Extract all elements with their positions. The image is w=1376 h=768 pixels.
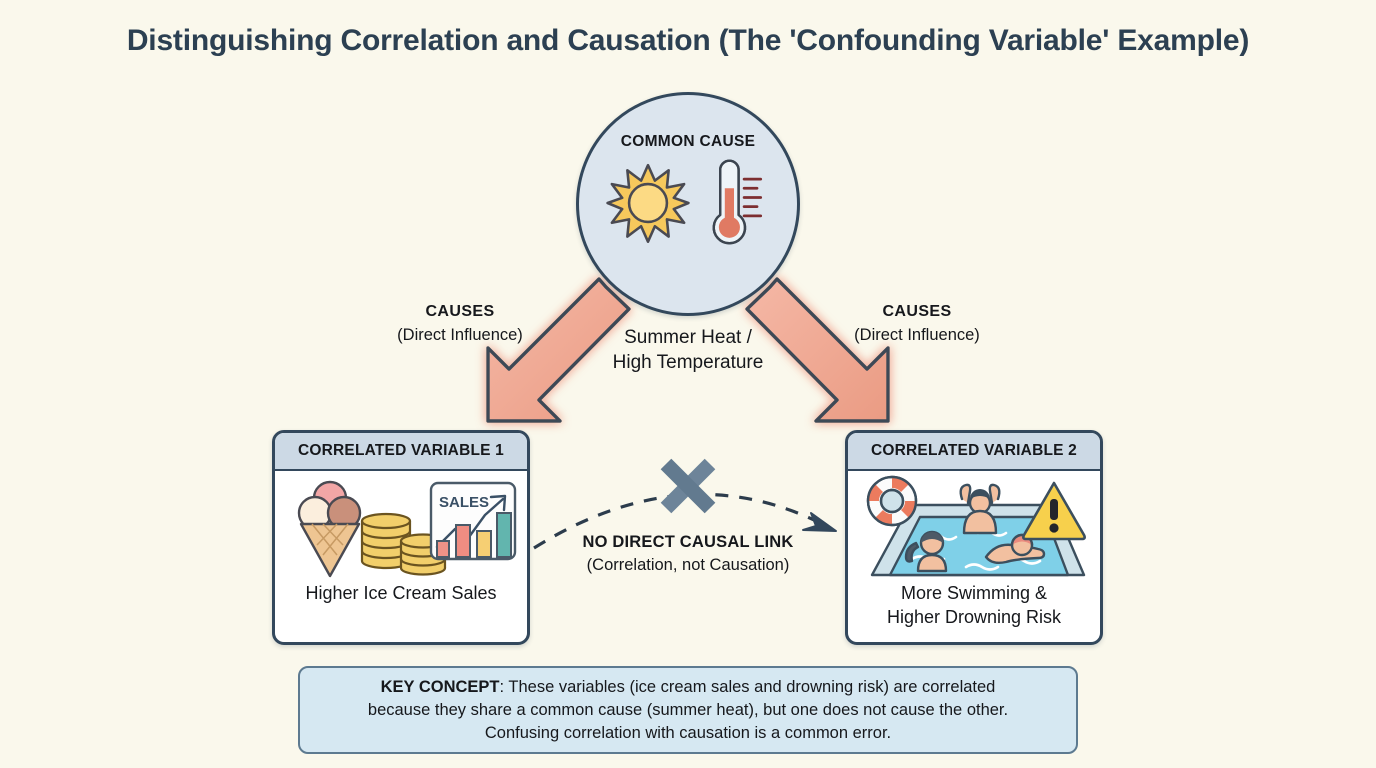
key-concept-line1: : These variables (ice cream sales and d… (499, 677, 996, 696)
common-cause-caption-line1: Summer Heat / (624, 327, 752, 348)
swimmer-arms-up-icon (959, 483, 1001, 535)
key-concept-line3: Confusing correlation with causation is … (484, 723, 892, 742)
ice-cream-sales-artwork: SALES (285, 475, 517, 579)
correlated-variable-2-card: CORRELATED VARIABLE 2 (845, 430, 1103, 645)
swimmer-ponytail-icon (904, 530, 948, 573)
common-cause-node: COMMON CAUSE (576, 92, 800, 316)
page-title: Distinguishing Correlation and Causation… (126, 24, 1250, 57)
key-concept-prefix: KEY CONCEPT (380, 677, 500, 696)
edge-label-right-title: CAUSES (882, 303, 952, 320)
warning-triangle-icon (1022, 481, 1086, 541)
common-cause-caption: Summer Heat / High Temperature (576, 325, 800, 375)
coin-stack-icon (360, 512, 447, 576)
correlated-variable-1-body: SALES Higher Ice Cre (275, 471, 527, 642)
ice-cream-cone-icon (297, 480, 362, 578)
edge-label-left-title: CAUSES (425, 303, 495, 320)
correlated-variable-2-header: CORRELATED VARIABLE 2 (848, 433, 1100, 471)
edge-label-left-causes: CAUSES (Direct Influence) (355, 303, 565, 345)
correlated-variable-2-body: More Swimming & Higher Drowning Risk (848, 471, 1100, 642)
correlated-variable-1-caption-line1: Higher Ice Cream Sales (305, 583, 497, 603)
life-ring-icon (866, 475, 918, 527)
common-cause-icons (605, 157, 771, 249)
cross-x-icon (660, 458, 716, 514)
correlated-variable-1-caption: Higher Ice Cream Sales (305, 581, 496, 605)
correlated-variable-1-card: CORRELATED VARIABLE 1 (272, 430, 530, 645)
common-cause-badge: COMMON CAUSE (620, 133, 756, 150)
correlated-variable-2-caption-line2: Higher Drowning Risk (886, 607, 1062, 627)
edge-label-left-sub: (Direct Influence) (397, 326, 523, 344)
common-cause-caption-line2: High Temperature (612, 352, 764, 373)
swimming-drowning-artwork (858, 475, 1090, 579)
correlated-variable-1-header: CORRELATED VARIABLE 1 (275, 433, 527, 471)
correlated-variable-2-caption-line1: More Swimming & (900, 583, 1048, 603)
edge-label-right-sub: (Direct Influence) (854, 326, 980, 344)
sales-chart-label: SALES (439, 494, 489, 511)
key-concept-box: KEY CONCEPT: These variables (ice cream … (298, 666, 1078, 754)
swimming-icon-group (866, 475, 1086, 577)
key-concept-line2: because they share a common cause (summe… (367, 700, 1009, 719)
edge-label-right-causes: CAUSES (Direct Influence) (812, 303, 1022, 345)
thermometer-icon (712, 159, 763, 245)
swimmer-stroke-icon (984, 533, 1046, 565)
no-causal-link-sub: (Correlation, not Causation) (586, 556, 790, 574)
correlated-variable-2-caption: More Swimming & Higher Drowning Risk (887, 581, 1061, 629)
no-causal-link-title: NO DIRECT CAUSAL LINK (582, 533, 794, 551)
key-concept-text: KEY CONCEPT: These variables (ice cream … (368, 676, 1008, 745)
ice-cream-sales-icon-group: SALES (297, 480, 517, 578)
no-causal-link-label: NO DIRECT CAUSAL LINK (Correlation, not … (528, 533, 848, 575)
sales-chart-icon: SALES (429, 481, 517, 561)
sun-icon (606, 163, 690, 243)
